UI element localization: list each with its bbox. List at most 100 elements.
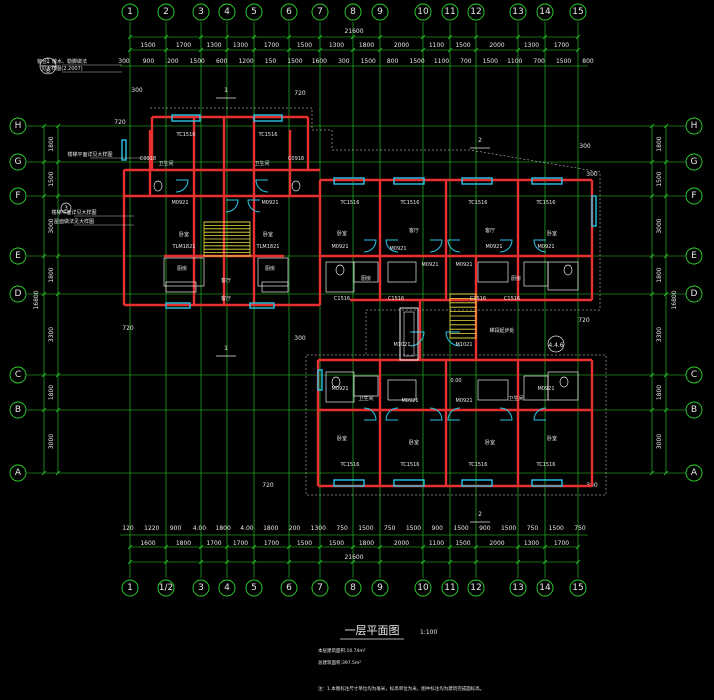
dim-tick [251,544,257,550]
dim-top-row2: 1600 [312,58,327,65]
axis-label-left: H [15,121,22,131]
dim-bottom-row1: 1500 [453,525,468,532]
dim-small: 300 [294,335,306,342]
dim-tick [317,544,323,550]
axis-bubble-left [9,401,27,419]
dim-total-left: 16800 [33,290,40,309]
dim-top-row2: 1500 [190,58,205,65]
window-code: TC1516 [340,200,360,206]
dim-bottom-row1: 900 [479,525,491,532]
detail-callout-circle [60,202,72,214]
dim-top-row2: 200 [167,58,179,65]
axis-label-bottom: 6 [286,583,292,593]
window [317,369,323,391]
axis-label-top: 7 [317,7,323,17]
dim-top-row2: 800 [387,58,399,65]
window [171,114,201,122]
door-swing [225,199,239,213]
dim-top-row2: 800 [582,58,594,65]
dim-top-row2: 1500 [556,58,571,65]
axis-label-bottom: 8 [350,583,356,593]
door-swing [385,407,399,421]
door-swing [429,239,443,253]
axis-bubble-bottom [218,579,236,597]
window [531,479,563,487]
dim-tick [41,193,47,199]
window [591,195,597,227]
axis-bubble-top [441,3,459,21]
leader-note: 见大样图(2.2007) [41,65,82,72]
dim-bottom-row1: 750 [336,525,348,532]
area-line-2: 总建筑面积:397.5m² [318,659,361,666]
axis-label-top: 8 [350,7,356,17]
axis-label-top: 10 [417,7,429,17]
room-label: 卧室 [337,230,347,237]
dim-tick [224,47,230,53]
window-code: C1516 [470,296,486,302]
dim-tick [542,34,548,40]
dim-right: 3300 [656,327,663,342]
dim-left: 1800 [48,385,55,400]
dim-tick [473,544,479,550]
dim-tick [41,123,47,129]
window-code: C1516 [388,296,404,302]
dim-top-row2: 1100 [507,58,522,65]
door-code: M0921 [537,386,554,392]
dim-top-row1: 1300 [233,42,248,49]
dashed-outline [150,107,607,496]
axis-label-left: B [15,405,21,415]
room-label: 卧室 [547,230,557,237]
dim-small: 720 [578,317,590,324]
dim-tick [377,559,383,565]
dim-top-row2: 300 [338,58,350,65]
window [531,177,563,185]
window [253,114,283,122]
door-swing [385,239,399,253]
dim-tick [663,407,669,413]
axis-label-right: C [691,370,697,380]
fixture [325,261,355,293]
dim-tick [55,159,61,165]
room-label: 卧室 [179,231,189,238]
dim-top-row2: 1500 [361,58,376,65]
dim-tick [41,470,47,476]
dim-tick [420,559,426,565]
dim-tick [420,47,426,53]
leader-note: 屋面做法见大样图 [54,218,94,225]
dim-tick [649,159,655,165]
door-code: M0921 [401,398,418,404]
dim-total-bottom: 21600 [344,554,363,561]
toilet [331,376,341,388]
dim-tick [515,47,521,53]
toilet [335,264,345,276]
door-code: M0921 [537,244,554,250]
axis-label-top: 3 [198,7,204,17]
dim-tick [41,407,47,413]
section-mark: 1 [224,345,228,352]
axis-label-top: 6 [286,7,292,17]
dim-bottom-row1: 1220 [144,525,159,532]
axis-bubble-top [569,3,587,21]
stair-handrail [399,307,419,361]
toilet [153,180,163,192]
dim-tick [575,559,581,565]
axis-label-right: H [691,121,698,131]
dim-tick [575,34,581,40]
stair-outline [203,221,251,257]
dim-top-row1: 2000 [394,42,409,49]
axis-bubble-top [218,3,236,21]
room-label: 卫生间 [508,395,523,402]
room-label: 客厅 [485,227,495,234]
dim-tick [515,544,521,550]
dim-tick [163,47,169,53]
dim-bottom-row2: 1500 [297,540,312,547]
axis-bubble-bottom [280,579,298,597]
room-label: 卫生间 [158,160,173,167]
dim-bottom-row1: 1800 [263,525,278,532]
room-label: 厨房 [177,265,187,272]
dim-tick [55,470,61,476]
axis-label-bottom: 13 [512,583,523,593]
fixture [547,371,579,401]
dim-top-row2: 700 [533,58,545,65]
